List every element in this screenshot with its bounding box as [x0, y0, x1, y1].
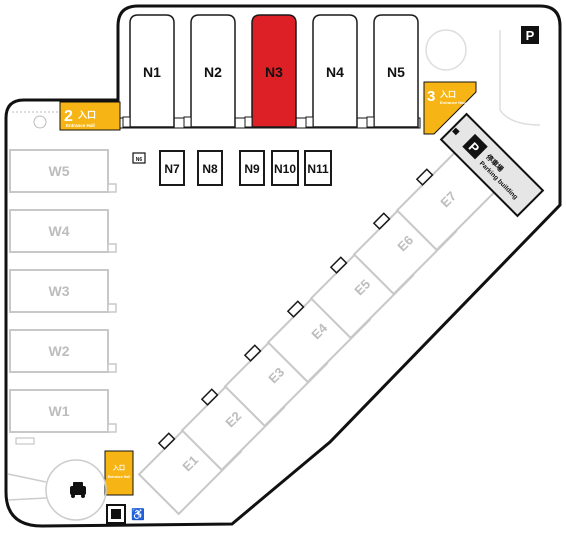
- entrance-3f-floor: 3: [427, 88, 435, 105]
- north-hall-shape: [251, 14, 297, 128]
- small-hall-n9[interactable]: N9: [239, 150, 265, 186]
- east-hall-connector: [286, 300, 305, 318]
- west-hall-connector: [107, 363, 117, 373]
- north-hall-shape: [312, 14, 358, 128]
- east-hall-connector: [415, 168, 434, 186]
- north-hall-n1[interactable]: N1: [122, 14, 175, 128]
- decorative-road: [499, 30, 541, 126]
- west-hall-w4[interactable]: W4: [9, 209, 117, 253]
- small-hall-shape: [239, 150, 265, 186]
- site-outline: [4, 4, 562, 528]
- north-hall-label: N2: [204, 64, 222, 80]
- small-hall-n11[interactable]: N11: [304, 150, 332, 186]
- small-hall-n10[interactable]: N10: [271, 150, 299, 186]
- small-marker-box: [132, 152, 146, 164]
- west-hall-label: W5: [49, 163, 70, 179]
- small-hall-n8[interactable]: N8: [197, 150, 223, 186]
- roundabout: [45, 459, 107, 521]
- west-hall-label: W1: [49, 403, 70, 419]
- west-hall-w3[interactable]: W3: [9, 269, 117, 313]
- west-hall-connector: [107, 243, 117, 253]
- west-hall-shape: [9, 209, 109, 253]
- north-hall-label: N4: [326, 64, 344, 80]
- entrance-ground-sub: Entrance Hall: [108, 475, 130, 479]
- entrance-2f-floor: 2: [64, 108, 73, 125]
- west-hall-connector: [107, 423, 117, 433]
- entrance-ground-main: 入口: [112, 465, 125, 472]
- west-hall-shape: [9, 329, 109, 373]
- west-hall-label: W2: [49, 343, 70, 359]
- west-hall-shape: [9, 149, 109, 193]
- east-hall-connector: [243, 344, 262, 362]
- decorative-small-circle: [33, 115, 47, 129]
- parking-arrow-icon: ◆: [452, 126, 460, 137]
- west-hall-label: W3: [49, 283, 70, 299]
- east-hall-connector: [329, 256, 348, 274]
- accessibility-icon: ♿: [131, 508, 145, 521]
- west-hall-w5[interactable]: W5: [9, 149, 117, 193]
- west-hall-shape: [9, 269, 109, 313]
- north-hall-n2[interactable]: N2: [183, 14, 236, 128]
- entrance-2f-sub: Entrance Hall: [66, 123, 95, 128]
- north-hall-n3[interactable]: N3: [244, 14, 297, 128]
- east-hall-connector: [157, 432, 176, 450]
- connector-icon: [111, 509, 121, 519]
- entrance-2f-main: 入口: [77, 110, 96, 120]
- north-hall-connector: [305, 116, 314, 128]
- north-hall-label: N3: [265, 64, 283, 80]
- small-hall-label: N8: [202, 162, 218, 176]
- decorative-roundabout: [425, 29, 467, 71]
- decorative-rect: [15, 437, 35, 445]
- north-hall-connector: [366, 116, 375, 128]
- north-hall-shape: [373, 14, 419, 128]
- small-hall-shape: [304, 150, 332, 186]
- entrance-ground[interactable]: 入口 Entrance Hall: [104, 450, 134, 496]
- small-hall-shape: [197, 150, 223, 186]
- small-marker-text: N6: [136, 157, 143, 163]
- small-hall-label: N10: [274, 162, 296, 176]
- taxi-icon: [70, 482, 86, 498]
- north-hall-connector: [122, 116, 131, 128]
- small-hall-shape: [159, 150, 185, 186]
- entrance-3f-sub: Entrance Hall: [440, 100, 466, 105]
- west-hall-w2[interactable]: W2: [9, 329, 117, 373]
- small-hall-n7[interactable]: N7: [159, 150, 185, 186]
- east-hall-connector: [372, 212, 391, 230]
- east-hall-connector: [200, 388, 219, 406]
- entrance-3f-main: 入口: [439, 90, 456, 99]
- north-hall-label: N5: [387, 64, 405, 80]
- roundabout-road: [7, 473, 47, 501]
- north-hall-connector: [183, 116, 192, 128]
- small-hall-label: N11: [307, 162, 329, 176]
- west-hall-shape: [9, 389, 109, 433]
- small-hall-shape: [271, 150, 299, 186]
- west-hall-w1[interactable]: W1: [9, 389, 117, 433]
- west-hall-connector: [107, 303, 117, 313]
- entrance-2f[interactable]: 2 入口 Entrance Hall: [59, 101, 121, 131]
- north-hall-connector: [244, 116, 253, 128]
- small-hall-label: N7: [164, 162, 180, 176]
- north-hall-n4[interactable]: N4: [305, 14, 358, 128]
- west-hall-connector: [107, 183, 117, 193]
- west-hall-label: W4: [49, 223, 70, 239]
- parking-sign-letter: P: [526, 28, 535, 43]
- north-hall-shape: [190, 14, 236, 128]
- small-hall-label: N9: [244, 162, 260, 176]
- north-halls-group: N1 N2 N3 N4 N5: [122, 14, 419, 128]
- entrance-3f[interactable]: 3 入口 Entrance Hall: [423, 81, 477, 135]
- parking-sign: P: [521, 26, 539, 44]
- north-hall-n5[interactable]: N5: [366, 14, 419, 128]
- north-small-halls-group: N7 N8 N9 N10 N11: [159, 150, 332, 186]
- north-hall-label: N1: [143, 64, 161, 80]
- north-hall-shape: [129, 14, 175, 128]
